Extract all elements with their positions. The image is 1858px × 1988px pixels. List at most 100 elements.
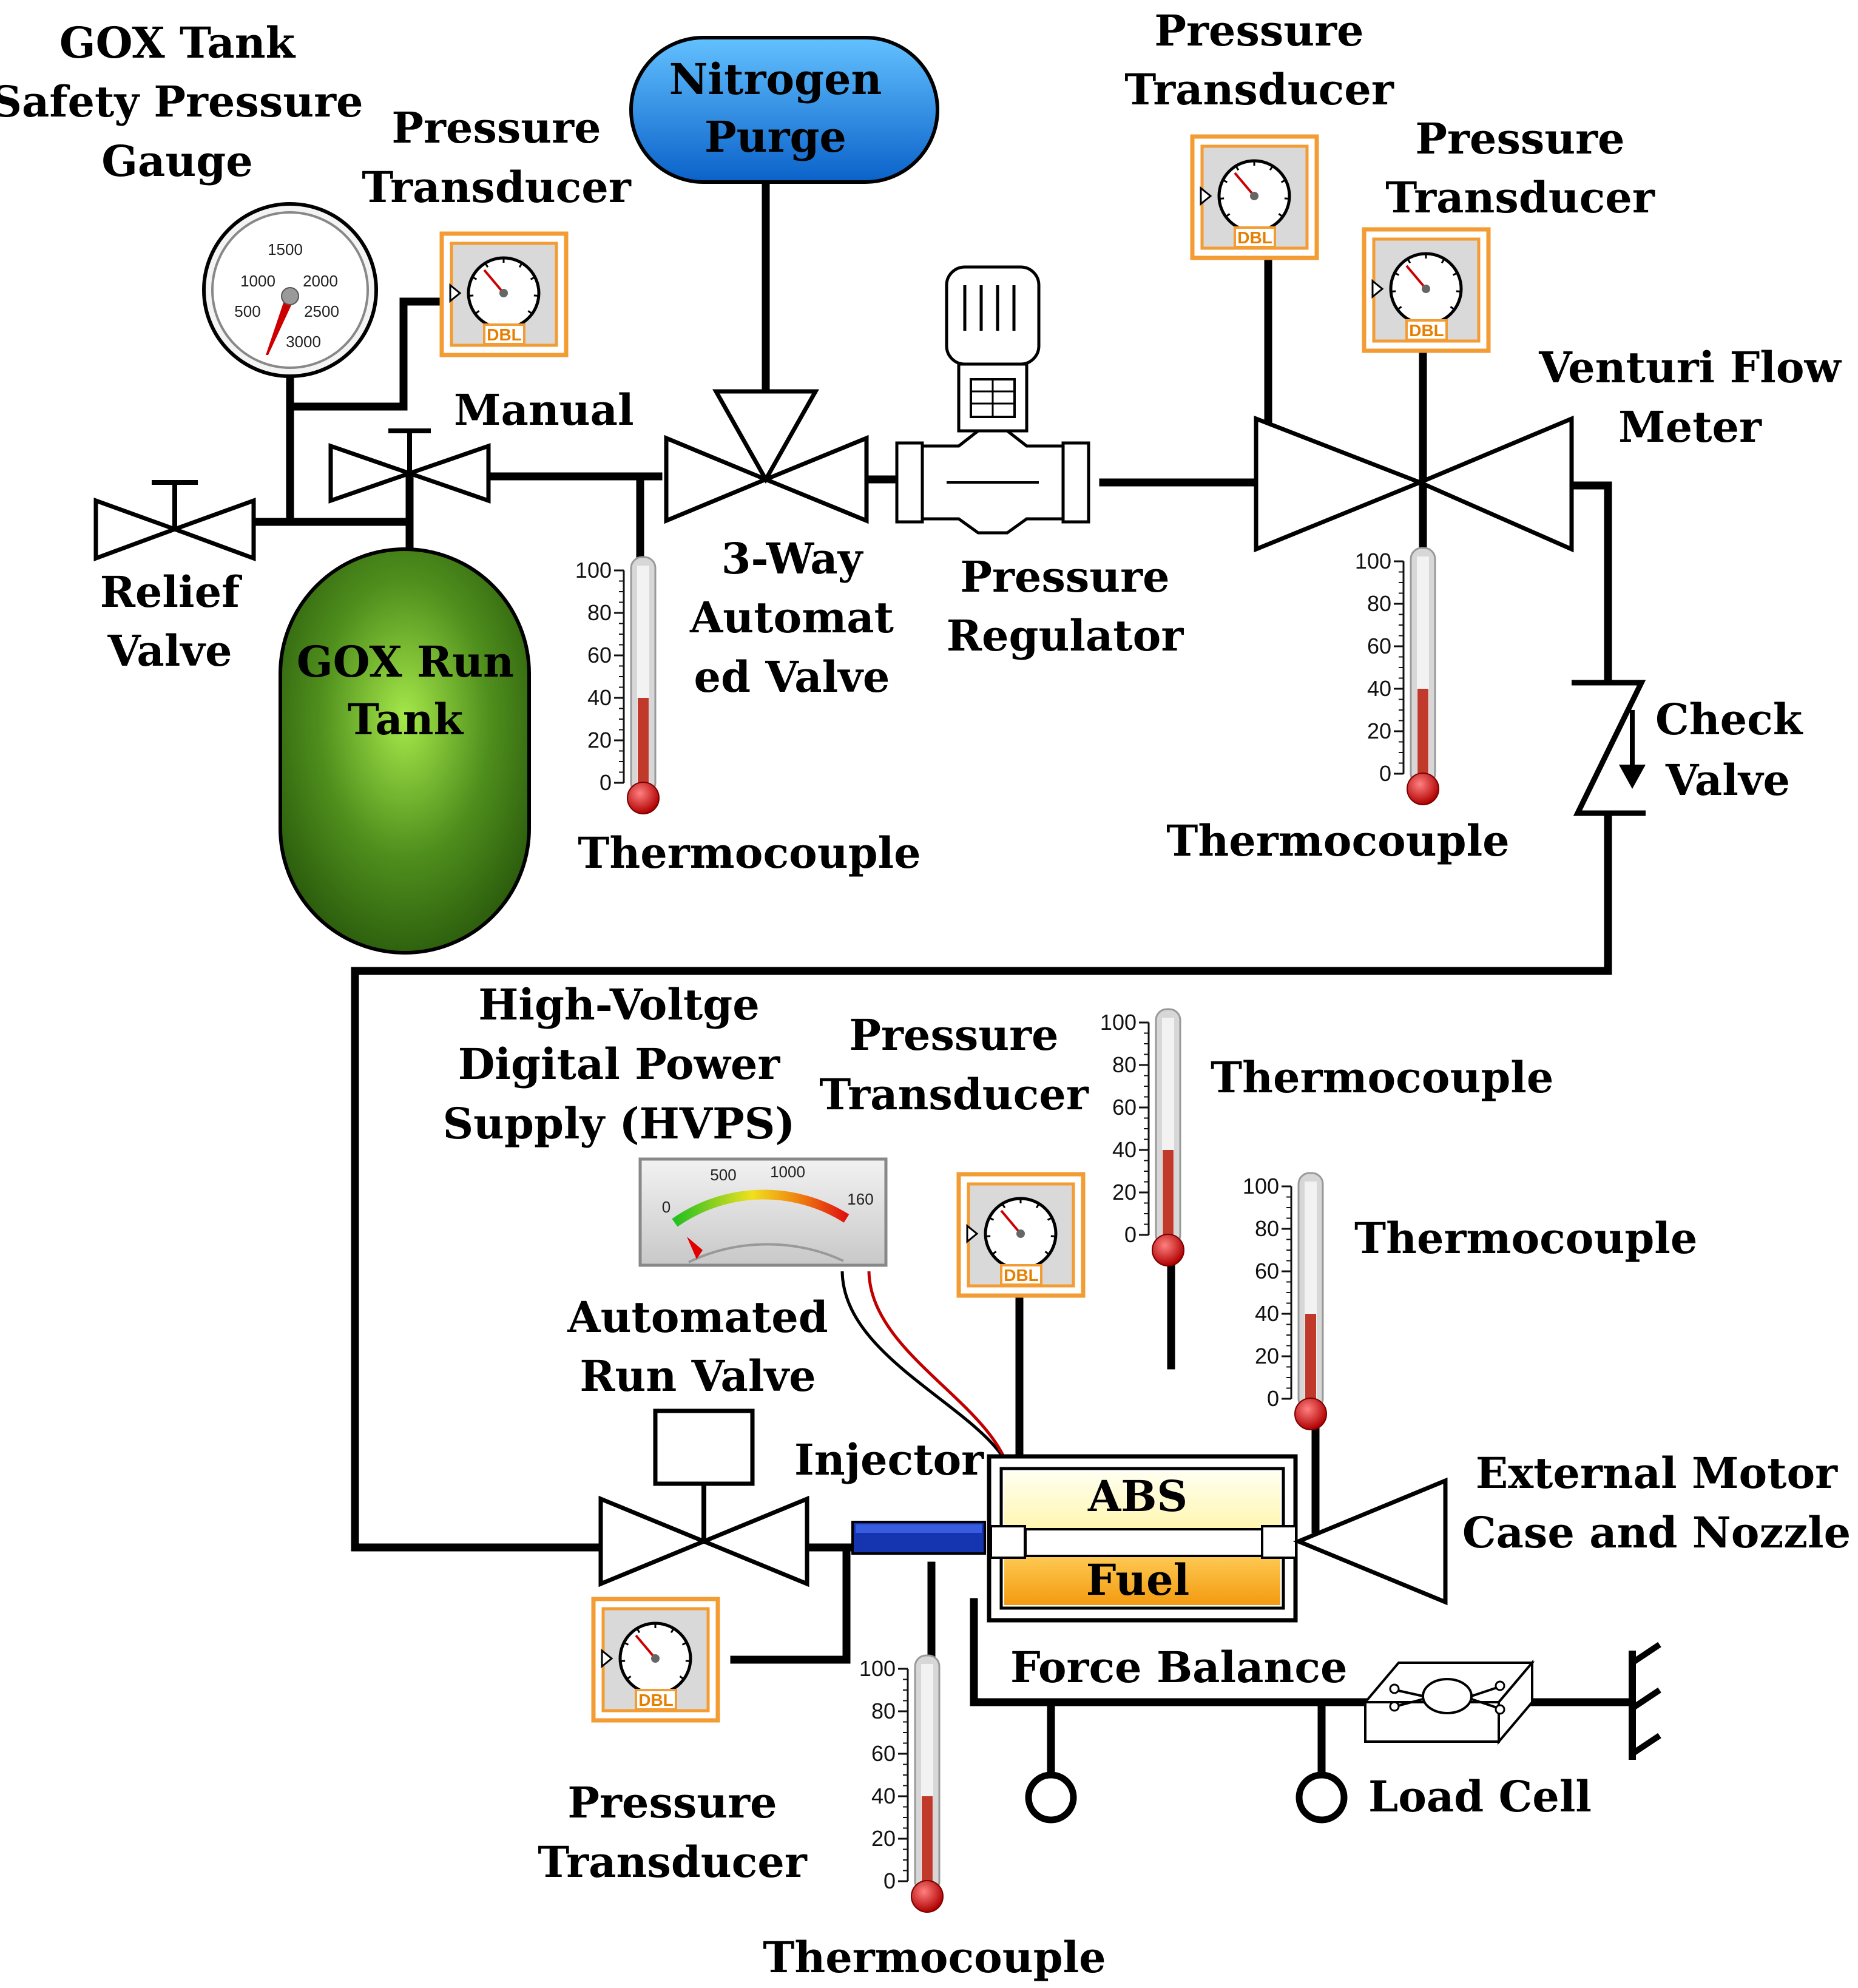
transducer-tick [1219,197,1225,200]
pressure-transducer-bottom: DBL [591,1597,720,1723]
pressure-regulator-label-2: Regulator [947,610,1184,661]
pressure-transducer-top-mid: DBL [1190,134,1319,260]
transducer-tick [518,262,523,268]
thermometer-bulb [1152,1234,1184,1266]
transducer-tag-text: DBL [1409,321,1444,340]
thermometer-tick-label: 0 [1124,1222,1137,1247]
pressure-transducer-mid: DBL [956,1172,1086,1298]
nitrogen-purge: Nitrogen Purge [629,36,939,184]
transducer-tick [1407,258,1411,264]
thermometer-fill [922,1796,933,1881]
load-cell [1362,1659,1535,1745]
transducer-needle [635,1634,657,1660]
transducer-tick [679,1675,684,1680]
manual-label: Manual [454,385,634,435]
venturi-label-2: Meter [1618,402,1762,452]
pt-mid-label-2: Transducer [819,1069,1089,1120]
gox-gauge-label-2: Safety Pressure [0,76,363,127]
check-valve-label-2: Valve [1665,755,1790,805]
thermocouple-4-label: Thermocouple [1354,1213,1697,1263]
safety-pressure-gauge: 500 1000 1500 2000 2500 3000 [202,202,378,378]
external-motor-label-1: External Motor [1476,1448,1838,1498]
hvps-scale-1000: 1000 [770,1163,805,1181]
pipe-network [249,178,1633,1779]
relief-valve-label-2: Valve [107,626,232,676]
transducer-tick [988,1217,995,1221]
transducer-tick [1394,272,1400,276]
force-balance [1025,1641,1661,1824]
injector-label: Injector [794,1435,984,1485]
transducer-tag-text: DBL [487,325,522,344]
transducer-tick [1047,1217,1053,1221]
thermometer-tick-label: 20 [1112,1180,1137,1205]
thermometer-bulb [911,1880,944,1913]
transducer-tick [1225,213,1231,218]
gox-run-tank: GOX Run Tank [279,547,531,955]
pt-bottom-label-2: Transducer [538,1837,808,1887]
transducer-needle [1234,172,1255,197]
transducer-tick [471,276,478,280]
hvps-meter: 0 500 1000 160 [638,1157,888,1267]
pt-bottom-label-1: Pressure [567,1777,777,1828]
load-cell-label: Load Cell [1368,1771,1592,1822]
pt-top-right-label-2: Transducer [1385,172,1655,223]
thermometer-tick-label: 20 [1255,1344,1279,1368]
external-motor-label-2: Case and Nozzle [1462,1507,1851,1558]
transducer-tick [985,1235,991,1238]
transducer-tick [1269,165,1274,171]
hvps-scale-0: 0 [662,1198,671,1216]
transducer-tag-text: DBL [638,1691,674,1709]
transducer-tag-box [1000,1264,1042,1286]
transducer-tick [991,1251,997,1256]
thermometer-tick-label: 60 [1255,1259,1279,1283]
thermometer-tick-label: 0 [600,770,612,795]
transducer-tick [1284,197,1289,200]
thermometer-tick-label: 100 [1243,1174,1279,1199]
venturi-label-1: Venturi Flow [1538,342,1842,393]
transducer-tick [636,1628,641,1634]
gox-run-tank-label-2: Tank [348,694,464,745]
pt-top-mid-label-1: Pressure [1154,5,1363,56]
thermometer-tick-label: 40 [871,1783,896,1808]
transducer-tick [1222,179,1228,183]
thermometer-tick-label: 80 [871,1699,896,1723]
nitrogen-purge-label-1: Nitrogen [669,54,882,104]
thermometer-fill [1417,689,1428,774]
thermocouple-5-label: Thermocouple [763,1932,1106,1983]
thermometer-tick-label: 0 [1267,1386,1279,1411]
thermometer-tick-label: 100 [1100,1010,1137,1035]
gauge-scale-2000: 2000 [303,272,338,290]
three-way-label-3: ed Valve [694,652,890,702]
manual-valve [328,428,491,504]
run-valve-label-2: Run Valve [579,1351,816,1401]
thermometer-fill [1305,1314,1316,1399]
transducer-tag-box [1405,319,1448,341]
three-way-label-2: Automat [689,592,894,643]
thermometer-bulb [1407,773,1439,805]
transducer-tick [475,310,480,315]
transducer-tag-box [1234,226,1276,248]
transducer-pointer [966,1223,979,1244]
transducer-tick [484,262,489,268]
gauge-scale-500: 500 [234,302,260,320]
pt-top-left-label-1: Pressure [391,103,601,153]
thermometer-tick-label: 20 [1367,718,1391,743]
thermocouple-3-label: Thermocouple [1211,1052,1553,1103]
relief-valve [93,480,256,562]
run-valve-label-1: Automated [567,1292,828,1342]
thermometer-tick-label: 20 [871,1826,896,1851]
thermometer-fill [1163,1150,1174,1235]
transducer-tick [620,1660,626,1663]
transducer-pointer [1371,279,1384,299]
transducer-pointer [449,283,462,303]
transducer-tick [1450,306,1455,311]
transducer-hub [1422,285,1430,293]
transducer-tag-text: DBL [1237,228,1272,247]
transducer-tick [1044,1251,1050,1256]
three-way-label-1: 3-Way [721,533,864,584]
transducer-tick [527,310,533,315]
